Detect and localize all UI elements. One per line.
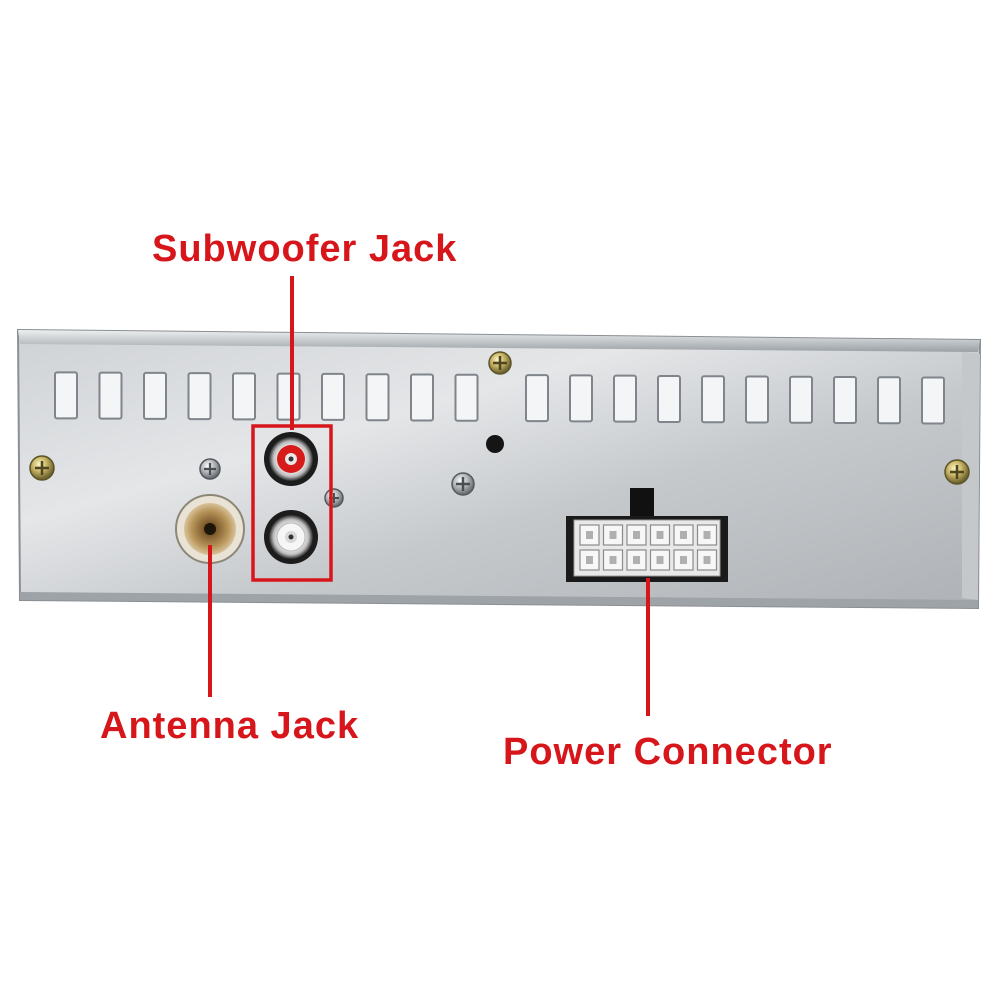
- ventilation-slot: [143, 371, 167, 420]
- connector-pin-socket: [633, 556, 640, 564]
- connector-pin-socket: [703, 556, 711, 564]
- label-antenna-jack: Antenna Jack: [100, 705, 360, 747]
- panel-hole: [486, 435, 504, 453]
- ventilation-slot: [569, 374, 593, 423]
- ventilation-slot: [921, 376, 945, 425]
- connector-pin-socket: [680, 556, 687, 564]
- connector-pin-socket: [656, 531, 664, 539]
- screw-center: [451, 472, 475, 496]
- ventilation-slot: [525, 374, 549, 423]
- ventilation-slot: [454, 373, 479, 422]
- ventilation-slot: [410, 373, 434, 422]
- rear-panel: [16, 328, 982, 610]
- ventilation-slot: [745, 375, 769, 424]
- power-connector: [566, 488, 728, 582]
- mounting-screw-left: [29, 455, 55, 481]
- screw-antenna: [199, 458, 221, 480]
- ventilation-slot: [701, 375, 725, 424]
- connector-pin-socket: [680, 531, 687, 539]
- label-power-connector: Power Connector: [503, 731, 833, 773]
- connector-pin-socket: [633, 531, 640, 539]
- connector-pin-socket: [586, 556, 593, 564]
- antenna-jack: [175, 494, 245, 564]
- connector-pin-socket: [586, 531, 593, 539]
- mounting-screw-top: [488, 351, 512, 375]
- ventilation-slot: [98, 371, 123, 420]
- connector-pin-socket: [609, 556, 617, 564]
- ventilation-slot: [54, 371, 78, 420]
- ventilation-slot: [833, 376, 857, 425]
- connector-pin-socket: [609, 531, 617, 539]
- ventilation-slot: [321, 372, 345, 421]
- rca-jack-white: [264, 510, 318, 564]
- ventilation-slot: [187, 372, 212, 421]
- ventilation-slot: [613, 374, 637, 423]
- ventilation-slot: [276, 372, 301, 421]
- ventilation-slot: [232, 372, 256, 421]
- mounting-screw-right: [944, 459, 970, 485]
- screw-rca: [324, 488, 344, 508]
- ventilation-slot: [657, 374, 681, 423]
- power-connector-pins: [579, 524, 718, 571]
- ventilation-slot: [789, 375, 813, 424]
- rca-jack-red: [264, 432, 318, 486]
- connector-pin-socket: [703, 531, 711, 539]
- ventilation-slot: [877, 376, 901, 425]
- connector-pin-socket: [656, 556, 664, 564]
- label-subwoofer-jack: Subwoofer Jack: [152, 228, 458, 270]
- ventilation-slot: [365, 373, 390, 422]
